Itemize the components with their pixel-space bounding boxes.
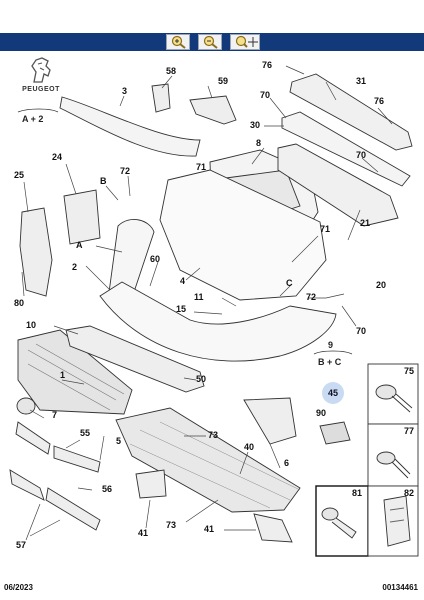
- part-90-shape: [319, 421, 351, 445]
- footer-reference: 00134461: [382, 583, 418, 592]
- part-3-shape: [59, 96, 201, 157]
- callout-72b[interactable]: 72: [306, 292, 317, 302]
- variant-bc: B + C: [318, 357, 342, 367]
- callout-3[interactable]: 3: [122, 86, 128, 96]
- zoom-in-button[interactable]: [166, 34, 190, 50]
- callout-21[interactable]: 21: [360, 218, 371, 228]
- callout-58[interactable]: 58: [166, 66, 177, 76]
- callout-76a[interactable]: 76: [262, 60, 273, 70]
- part-24-shape: [63, 189, 101, 245]
- callout-57[interactable]: 57: [16, 540, 27, 550]
- callout-15[interactable]: 15: [176, 304, 187, 314]
- callout-60[interactable]: 60: [150, 254, 161, 264]
- variant-9: 9: [328, 340, 334, 350]
- callout-50[interactable]: 50: [196, 374, 207, 384]
- exploded-parts-diagram: [9, 65, 419, 557]
- callout-82[interactable]: 82: [404, 488, 415, 498]
- screw-75-head: [375, 384, 397, 400]
- part-1-shape: [99, 281, 337, 362]
- screw-77-head: [376, 451, 396, 465]
- callout-55[interactable]: 55: [80, 428, 91, 438]
- callout-72a[interactable]: 72: [120, 166, 131, 176]
- part-21-shape: [277, 143, 399, 227]
- callout-6[interactable]: 6: [284, 458, 290, 468]
- callout-70b[interactable]: 70: [356, 150, 367, 160]
- callout-56[interactable]: 56: [102, 484, 113, 494]
- peugeot-lion-logo: [31, 57, 51, 83]
- callout-71a[interactable]: 71: [196, 162, 207, 172]
- part-57-shape: [45, 487, 101, 531]
- callout-70c[interactable]: 70: [356, 326, 367, 336]
- zoom-out-icon: [203, 35, 218, 49]
- callout-73a[interactable]: 73: [208, 430, 219, 440]
- variant-a2: A + 2: [22, 114, 44, 124]
- callout-11[interactable]: 11: [194, 292, 204, 302]
- part-4-shape: [159, 169, 327, 301]
- part-6-shape: [243, 397, 297, 445]
- callout-71b[interactable]: 71: [320, 224, 331, 234]
- part-56-shape: [9, 469, 45, 501]
- callout-1[interactable]: 1: [60, 370, 66, 380]
- part-58-shape: [151, 83, 171, 113]
- callout-4[interactable]: 4: [180, 276, 186, 286]
- callout-5[interactable]: 5: [116, 436, 122, 446]
- box-81: [315, 485, 369, 557]
- callout-73b[interactable]: 73: [166, 520, 177, 530]
- callout-76b[interactable]: 76: [374, 96, 385, 106]
- zoom-in-icon: [171, 35, 186, 49]
- part-31-shape: [289, 73, 413, 151]
- part-41-shape: [135, 469, 167, 499]
- callout-75[interactable]: 75: [404, 366, 415, 376]
- footer-date: 06/2023: [4, 583, 33, 592]
- callout-59[interactable]: 59: [218, 76, 229, 86]
- callout-81[interactable]: 81: [352, 488, 363, 498]
- callout-70a[interactable]: 70: [260, 90, 271, 100]
- rivet-81-head: [321, 507, 339, 521]
- callout-80[interactable]: 80: [14, 298, 25, 308]
- brand-name: PEUGEOT: [22, 86, 60, 93]
- callout-30[interactable]: 30: [250, 120, 261, 130]
- callout-7[interactable]: 7: [52, 410, 58, 420]
- zoom-move-icon: [235, 35, 258, 48]
- callout-45-highlighted[interactable]: 45: [322, 382, 344, 404]
- callout-31[interactable]: 31: [356, 76, 367, 86]
- part-50-shape: [65, 325, 205, 393]
- part-40-shape: [115, 407, 301, 513]
- callout-B[interactable]: B: [100, 176, 107, 186]
- zoom-move-button[interactable]: [230, 34, 260, 50]
- callout-40[interactable]: 40: [244, 442, 255, 452]
- callout-41b[interactable]: 41: [204, 524, 215, 534]
- callout-25[interactable]: 25: [14, 170, 25, 180]
- part-25-shape: [19, 207, 53, 297]
- callout-20[interactable]: 20: [376, 280, 387, 290]
- callout-24[interactable]: 24: [52, 152, 63, 162]
- callout-77[interactable]: 77: [404, 426, 415, 436]
- zoom-out-button[interactable]: [198, 34, 222, 50]
- part-59-shape: [189, 95, 237, 125]
- callout-10[interactable]: 10: [26, 320, 37, 330]
- callout-41a[interactable]: 41: [138, 528, 149, 538]
- callout-A[interactable]: A: [76, 240, 83, 250]
- callout-8[interactable]: 8: [256, 138, 262, 148]
- callout-C[interactable]: C: [286, 278, 293, 288]
- callout-90[interactable]: 90: [316, 408, 327, 418]
- leader-lines: [21, 65, 393, 541]
- part-55-shape: [15, 421, 51, 455]
- callout-2[interactable]: 2: [72, 262, 78, 272]
